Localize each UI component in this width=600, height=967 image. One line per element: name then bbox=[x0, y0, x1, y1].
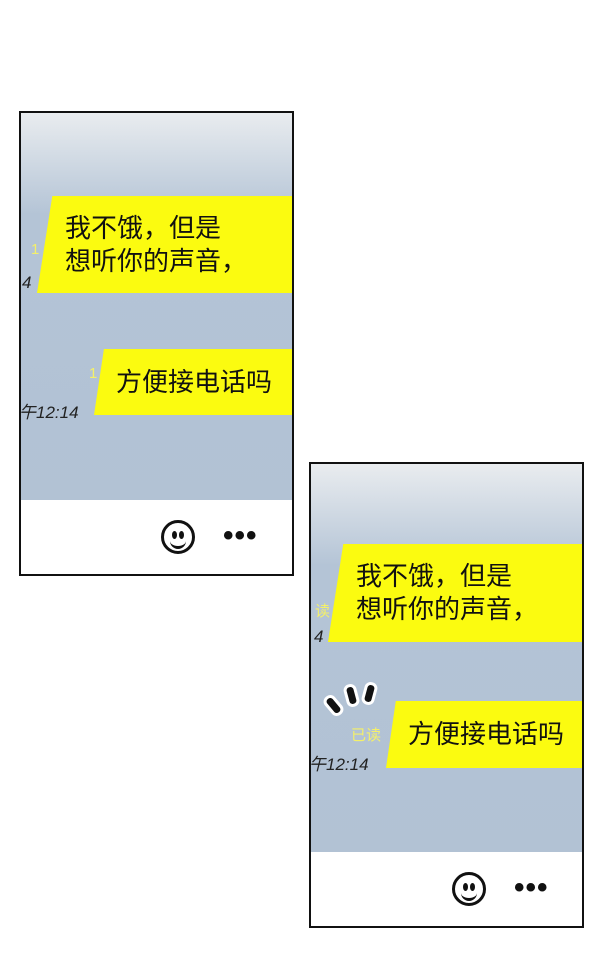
more-button[interactable]: ••• bbox=[514, 871, 549, 904]
message-bubble: 方便接电话吗 bbox=[94, 349, 292, 415]
chat-footer: ••• bbox=[311, 852, 582, 926]
message-time: 4 bbox=[22, 273, 32, 292]
message-line: 方便接电话吗 bbox=[116, 366, 273, 397]
message-time: 午12:14 bbox=[19, 403, 79, 422]
chat-panel-1: 我不饿，但是 想听你的声音， 1 4 方便接电话吗 1 午12:14 ••• bbox=[19, 111, 294, 576]
chat-footer: ••• bbox=[21, 500, 292, 574]
read-indicator: 1 bbox=[31, 241, 40, 258]
smiley-icon[interactable] bbox=[452, 872, 486, 906]
message-line: 我不饿，但是 bbox=[356, 561, 513, 591]
message-bubble: 我不饿，但是 想听你的声音， bbox=[328, 544, 582, 642]
read-indicator: 1 bbox=[89, 365, 98, 382]
smiley-icon[interactable] bbox=[161, 520, 195, 554]
message-time: 午12:14 bbox=[309, 755, 369, 774]
message-line: 想听你的声音， bbox=[65, 245, 248, 276]
message-time: 4 bbox=[314, 627, 324, 646]
message-line: 我不饿，但是 bbox=[65, 212, 222, 243]
message-line: 方便接电话吗 bbox=[408, 719, 565, 749]
message-line: 想听你的声音， bbox=[356, 594, 539, 624]
read-indicator: 已读 bbox=[351, 727, 382, 744]
message-bubble: 我不饿，但是 想听你的声音， bbox=[37, 196, 292, 293]
chat-panel-2: 我不饿，但是 想听你的声音， 读 4 方便接电话吗 已读 午12:14 ••• bbox=[309, 462, 584, 928]
read-indicator: 读 bbox=[315, 603, 331, 620]
message-bubble: 方便接电话吗 bbox=[386, 701, 582, 768]
more-button[interactable]: ••• bbox=[223, 519, 258, 552]
